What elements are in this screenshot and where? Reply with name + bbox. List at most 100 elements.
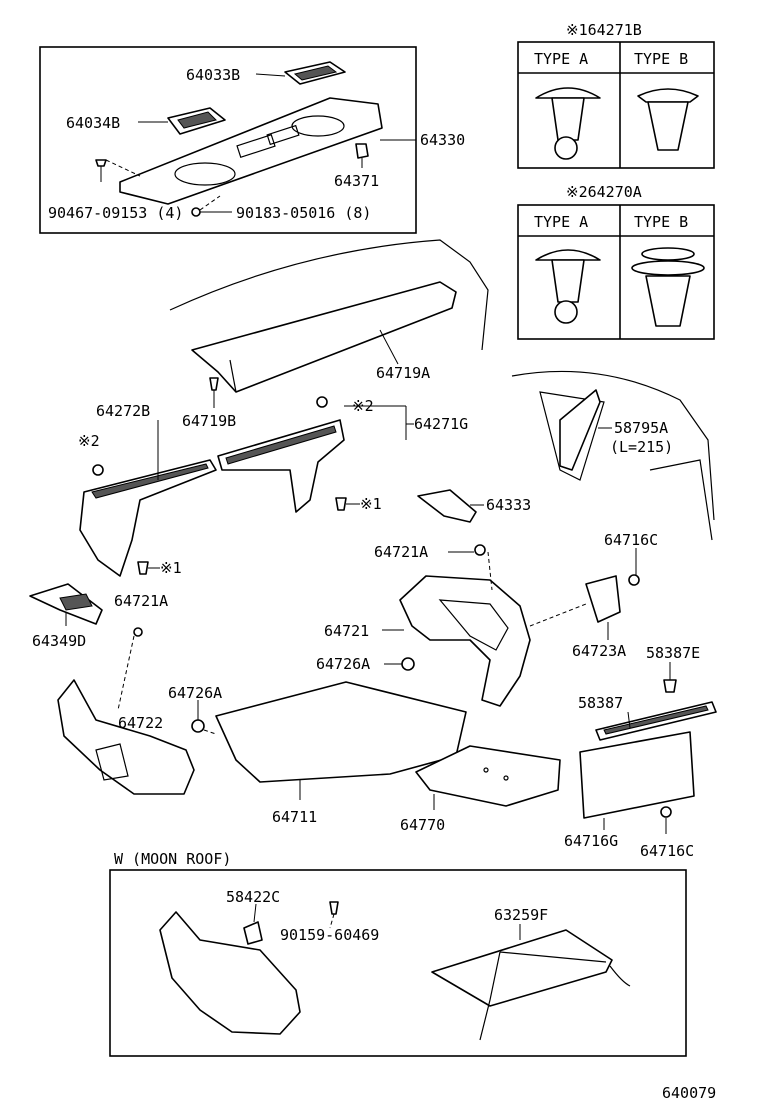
- clip2-type-a-shank: [551, 259, 585, 303]
- pad-64333: [417, 489, 477, 523]
- inset1-table: [517, 41, 715, 169]
- inset1-title: ※164271B: [566, 21, 642, 39]
- left-trim-group: [29, 583, 217, 795]
- right-body-opening: [539, 391, 605, 481]
- trunk-trim-64722: [57, 679, 195, 795]
- clip-note1-a: [137, 561, 149, 575]
- package-tray-trim: [119, 97, 383, 205]
- body-outline: [169, 239, 489, 351]
- label-64271G: 64271G: [414, 415, 468, 433]
- floor-board-64770: [415, 745, 561, 807]
- diagram-id: 640079: [662, 1084, 716, 1102]
- label-64770: 64770: [400, 816, 445, 834]
- label-64726A-left: 64726A: [168, 684, 222, 702]
- inset1-type-b: TYPE B: [634, 50, 688, 68]
- label-note1-a: ※1: [160, 559, 182, 577]
- label-64349D: 64349D: [32, 632, 86, 650]
- label-64721A-right: 64721A: [374, 543, 428, 561]
- clip-90467: [95, 159, 107, 167]
- inset1-type-a: TYPE A: [534, 50, 588, 68]
- clip-64726A-right: [401, 657, 415, 671]
- trunk-trim-64721-recess: [438, 599, 509, 651]
- board-hole-1: [483, 767, 489, 773]
- label-58795A: 58795A: [614, 419, 668, 437]
- moon-roof-group: [109, 869, 687, 1057]
- label-note1-b: ※1: [360, 495, 382, 513]
- grille-mesh-64034B: [177, 111, 217, 129]
- clip1-type-a-icon: [535, 87, 601, 99]
- clip-64716C-bottom: [660, 806, 672, 818]
- clip-note2-b: [316, 396, 328, 408]
- right-body-group: [511, 370, 715, 541]
- trunk-trim-64716G: [579, 731, 695, 819]
- label-64272B: 64272B: [96, 402, 150, 420]
- moon-roof-label: W (MOON ROOF): [114, 850, 231, 868]
- label-64711: 64711: [272, 808, 317, 826]
- inset2-type-b: TYPE B: [634, 213, 688, 231]
- clip-58387E: [663, 679, 677, 693]
- clip2-type-b-icon: [641, 247, 695, 261]
- label-58422C: 58422C: [226, 888, 280, 906]
- clip2-type-b-body: [645, 275, 691, 327]
- cover-63259F-hook: [609, 965, 631, 987]
- trunk-side-group: [382, 544, 640, 707]
- clip-64716C-top: [628, 574, 640, 586]
- weatherstrip-58795A: [559, 389, 601, 471]
- side-trim-64272B: [79, 459, 217, 577]
- clip-64371: [355, 143, 369, 159]
- label-64719B: 64719B: [182, 412, 236, 430]
- inset2-type-a: TYPE A: [534, 213, 588, 231]
- clip-64721A-left: [133, 627, 143, 637]
- label-64033B: 64033B: [186, 66, 240, 84]
- tray-slot-1: [236, 133, 276, 159]
- package-tray-group: [39, 46, 417, 234]
- inset2-table: [517, 204, 715, 340]
- label-64716C-bottom: 64716C: [640, 842, 694, 860]
- label-64719A: 64719A: [376, 364, 430, 382]
- label-64333: 64333: [486, 496, 531, 514]
- label-58387: 58387: [578, 694, 623, 712]
- label-note2-a: ※2: [78, 432, 100, 450]
- label-90467-09153: 90467-09153 (4): [48, 204, 183, 222]
- right-body-outline: [511, 370, 715, 521]
- label-64723A: 64723A: [572, 642, 626, 660]
- clip2-type-a-head: [554, 300, 578, 324]
- clip-note2-a: [92, 464, 104, 476]
- label-64371: 64371: [334, 172, 379, 190]
- trunk-trim-64723A: [585, 575, 621, 623]
- clip-90159: [329, 901, 339, 915]
- clip1-type-b-icon: [637, 88, 699, 103]
- tray-slot-2: [266, 124, 300, 146]
- cover-63259F: [431, 929, 613, 1007]
- clip-note1-b: [335, 497, 347, 511]
- clip-64721A-right: [474, 544, 486, 556]
- nut-90183: [191, 207, 201, 217]
- speaker-hole-left: [174, 162, 236, 186]
- label-64330: 64330: [420, 131, 465, 149]
- side-trim-group: [79, 396, 414, 577]
- side-trim-64272B-strip: [91, 463, 209, 499]
- trunk-trim-moon-roof: [159, 911, 301, 1035]
- clip2-type-b-flange: [631, 260, 705, 276]
- label-90183-05016: 90183-05016 (8): [236, 204, 371, 222]
- clip1-type-a-shank: [551, 97, 585, 141]
- clip-64726A-left: [191, 719, 205, 733]
- clip2-type-a-icon: [535, 249, 601, 261]
- cover-64349D-mesh: [59, 593, 93, 611]
- label-64716C-top: 64716C: [604, 531, 658, 549]
- label-58795A-length: (L=215): [610, 438, 673, 456]
- label-64721A-left: 64721A: [114, 592, 168, 610]
- cover-63259F-cable: [479, 951, 501, 1041]
- label-63259F: 63259F: [494, 906, 548, 924]
- inset2-title: ※264270A: [566, 183, 642, 201]
- label-58387E: 58387E: [646, 644, 700, 662]
- clip-64719B: [209, 377, 219, 391]
- trim-panel-64719A: [191, 281, 457, 393]
- rear-shelf-group: [169, 239, 489, 408]
- right-body-pillar: [649, 459, 713, 541]
- side-trim-64271G: [217, 419, 345, 513]
- speaker-hole-right: [291, 115, 345, 137]
- label-note2-b: ※2: [352, 397, 374, 415]
- trunk-trim-64721: [399, 575, 531, 707]
- label-64721: 64721: [324, 622, 369, 640]
